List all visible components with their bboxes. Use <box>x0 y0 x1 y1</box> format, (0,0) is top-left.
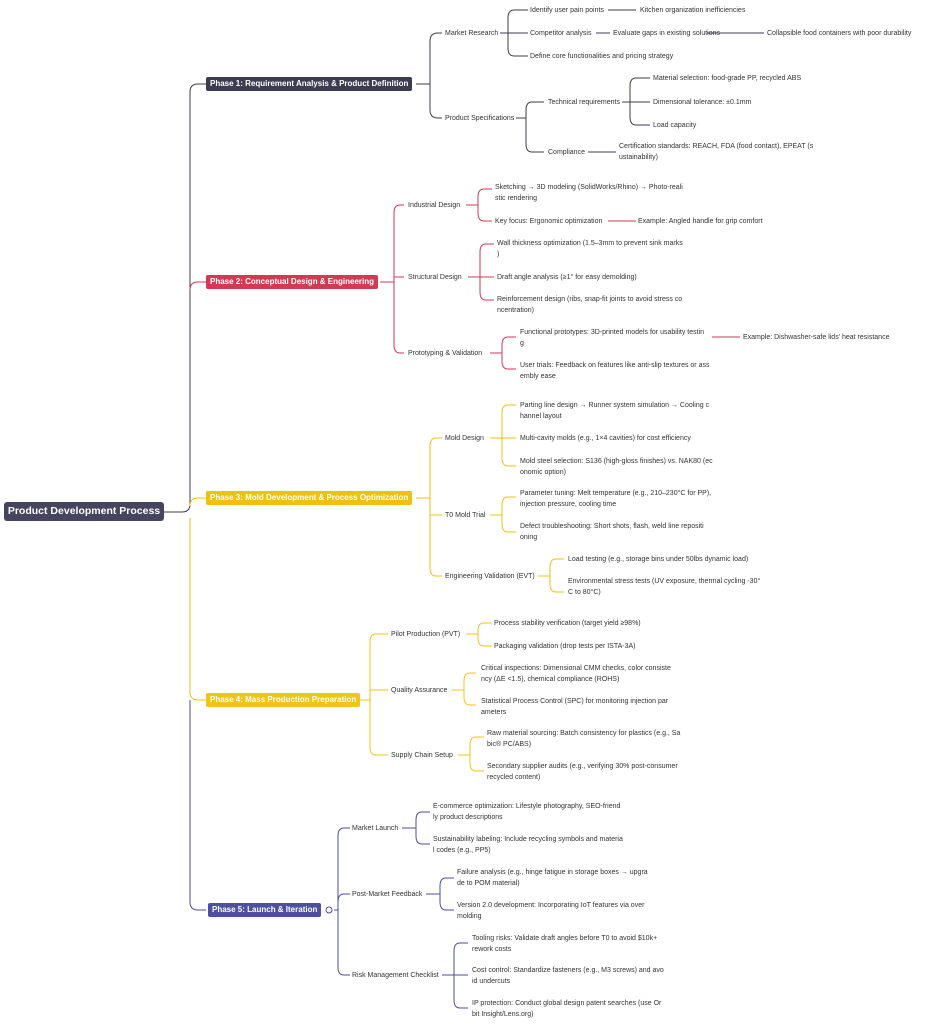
phase5-node[interactable]: Phase 5: Launch & Iteration <box>208 903 322 917</box>
phase3-lines <box>416 404 564 593</box>
node-user-trials[interactable]: User trials: Feedback on features like a… <box>520 362 710 380</box>
node-dishwasher-lids[interactable]: Example: Dishwasher-safe lids' heat resi… <box>743 334 890 341</box>
node-functional-prototypes[interactable]: Functional prototypes: 3D-printed models… <box>520 329 705 347</box>
node-tooling-risks[interactable]: Tooling risks: Validate draft angles bef… <box>472 935 658 953</box>
node-pilot-production[interactable]: Pilot Production (PVT) <box>391 631 461 638</box>
node-load-testing[interactable]: Load testing (e.g., storage bins under 5… <box>568 556 749 563</box>
node-draft-angle[interactable]: Draft angle analysis (≥1° for easy demol… <box>497 274 637 281</box>
node-parameter-tuning[interactable]: Parameter tuning: Melt temperature (e.g.… <box>520 490 712 508</box>
node-cost-control[interactable]: Cost control: Standardize fasteners (e.g… <box>472 967 664 985</box>
node-technical-requirements[interactable]: Technical requirements <box>548 99 620 106</box>
node-failure-analysis[interactable]: Failure analysis (e.g., hinge fatigue in… <box>457 869 648 887</box>
node-wall-thickness[interactable]: Wall thickness optimization (1.5–3mm to … <box>497 240 683 258</box>
node-compliance[interactable]: Compliance <box>548 149 585 156</box>
node-market-research[interactable]: Market Research <box>445 30 499 37</box>
node-raw-material[interactable]: Raw material sourcing: Batch consistency… <box>487 730 681 748</box>
node-kitchen-inefficiencies[interactable]: Kitchen organization inefficiencies <box>640 7 746 14</box>
node-identify-pain-points[interactable]: Identify user pain points <box>530 7 604 14</box>
node-prototyping[interactable]: Prototyping & Validation <box>408 350 483 357</box>
node-evt[interactable]: Engineering Validation (EVT) <box>445 573 535 580</box>
node-environmental-stress[interactable]: Environmental stress tests (UV exposure,… <box>568 578 761 596</box>
phase2-lines <box>380 188 740 370</box>
node-multi-cavity[interactable]: Multi-cavity molds (e.g., 1×4 cavities) … <box>520 435 691 442</box>
node-angled-handle[interactable]: Example: Angled handle for grip comfort <box>638 218 763 225</box>
node-market-launch[interactable]: Market Launch <box>352 825 399 832</box>
node-spc[interactable]: Statistical Process Control (SPC) for mo… <box>481 698 669 716</box>
phase4-lines <box>358 622 492 772</box>
node-mold-steel[interactable]: Mold steel selection: S136 (high-gloss f… <box>520 458 713 476</box>
phase5-lines <box>334 811 468 1009</box>
node-process-stability[interactable]: Process stability verification (target y… <box>494 620 641 627</box>
node-competitor-analysis[interactable]: Competitor analysis <box>530 30 592 37</box>
node-certification-standards[interactable]: Certification standards: REACH, FDA (foo… <box>619 143 814 161</box>
node-quality-assurance[interactable]: Quality Assurance <box>391 687 448 694</box>
node-load-capacity[interactable]: Load capacity <box>653 122 697 129</box>
phase3-node[interactable]: Phase 3: Mold Development & Process Opti… <box>206 491 413 505</box>
node-mold-design[interactable]: Mold Design <box>445 435 484 442</box>
node-product-specifications[interactable]: Product Specifications <box>445 115 515 122</box>
node-sustainability-labeling[interactable]: Sustainability labeling: Include recycli… <box>433 836 623 854</box>
phase1-lines <box>416 9 764 153</box>
node-defect-troubleshooting[interactable]: Defect troubleshooting: Short shots, fla… <box>520 523 704 541</box>
phase4-node[interactable]: Phase 4: Mass Production Preparation <box>206 693 361 707</box>
collapse-toggle-icon[interactable] <box>325 906 333 914</box>
node-ip-protection[interactable]: IP protection: Conduct global design pat… <box>472 1000 662 1018</box>
node-reinforcement[interactable]: Reinforcement design (ribs, snap-fit joi… <box>497 296 683 314</box>
node-critical-inspections[interactable]: Critical inspections: Dimensional CMM ch… <box>481 665 671 683</box>
root-node[interactable]: Product Development Process <box>4 502 164 521</box>
node-industrial-design[interactable]: Industrial Design <box>408 202 461 209</box>
node-sketching[interactable]: Sketching → 3D modeling (SolidWorks/Rhin… <box>495 184 683 202</box>
node-t0-mold-trial[interactable]: T0 Mold Trial <box>445 512 486 519</box>
phase2-node[interactable]: Phase 2: Conceptual Design & Engineering <box>206 275 379 289</box>
node-risk-checklist[interactable]: Risk Management Checklist <box>352 972 439 979</box>
node-post-market-feedback[interactable]: Post-Market Feedback <box>352 891 423 898</box>
node-key-focus[interactable]: Key focus: Ergonomic optimization <box>495 218 603 225</box>
node-dimensional-tolerance[interactable]: Dimensional tolerance: ±0.1mm <box>653 99 752 106</box>
node-packaging-validation[interactable]: Packaging validation (drop tests per IST… <box>494 643 636 650</box>
node-secondary-audits[interactable]: Secondary supplier audits (e.g., verifyi… <box>487 763 678 781</box>
node-ecommerce[interactable]: E-commerce optimization: Lifestyle photo… <box>433 803 621 821</box>
node-structural-design[interactable]: Structural Design <box>408 274 462 281</box>
node-supply-chain[interactable]: Supply Chain Setup <box>391 752 453 759</box>
node-define-functionalities[interactable]: Define core functionalities and pricing … <box>530 53 674 60</box>
node-evaluate-gaps[interactable]: Evaluate gaps in existing solutions <box>613 30 721 37</box>
node-parting-line[interactable]: Parting line design → Runner system simu… <box>520 402 710 420</box>
phase1-node[interactable]: Phase 1: Requirement Analysis & Product … <box>206 77 413 91</box>
node-collapsible-containers[interactable]: Collapsible food containers with poor du… <box>767 30 912 37</box>
node-version-2[interactable]: Version 2.0 development: Incorporating I… <box>457 902 645 920</box>
node-material-selection[interactable]: Material selection: food-grade PP, recyc… <box>653 75 802 82</box>
root-branches <box>164 83 206 911</box>
